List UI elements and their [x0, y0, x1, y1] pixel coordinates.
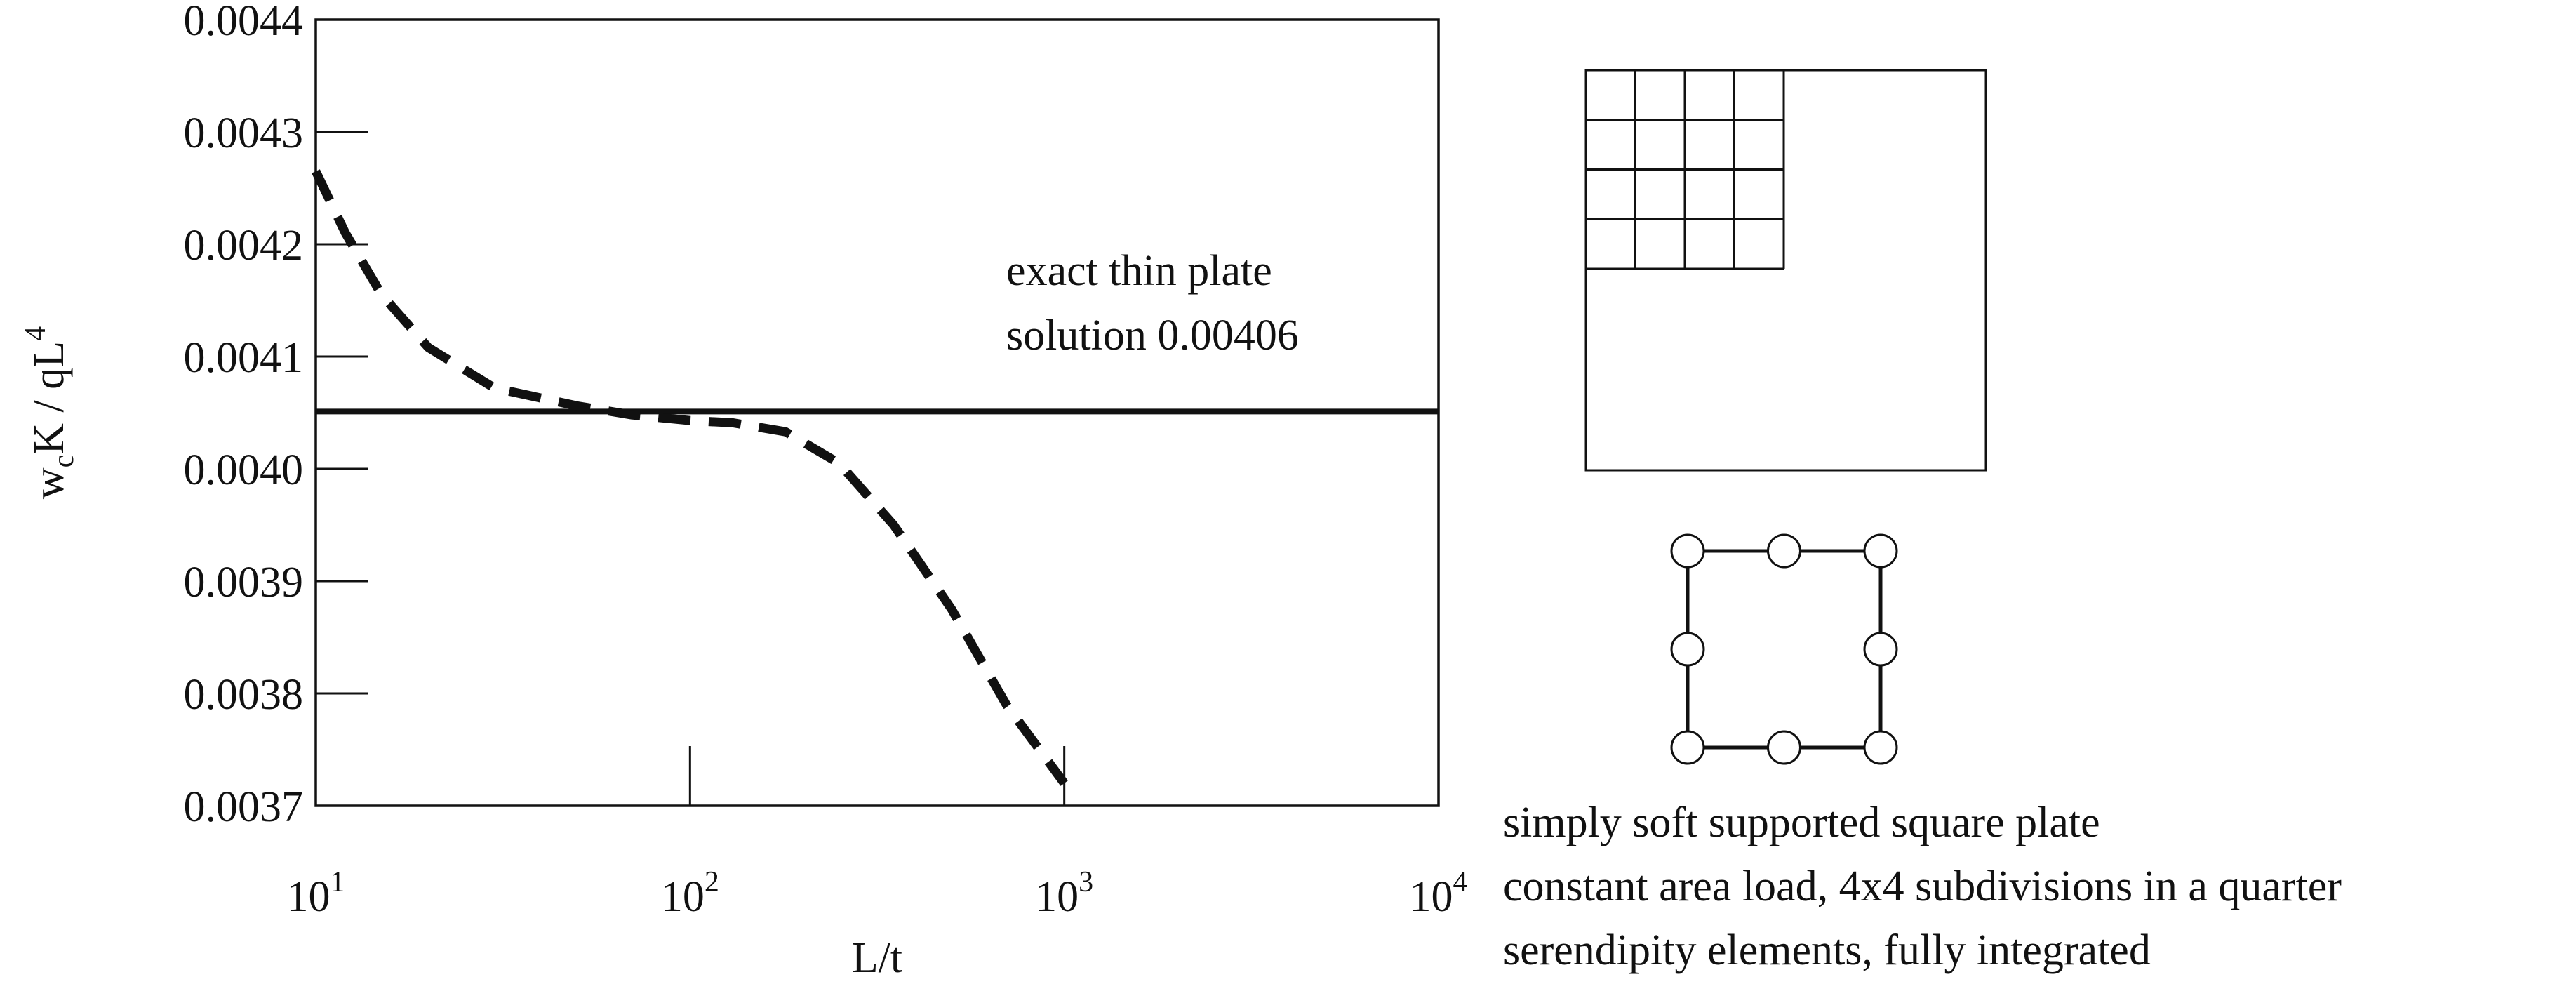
annotation-line-2: solution 0.00406: [1006, 312, 1299, 359]
plate-outline: [1584, 69, 1987, 472]
y-tick-label: 0.0041: [184, 334, 304, 382]
series-group: [312, 169, 1068, 786]
x-tick-label: 102: [661, 866, 719, 921]
x-axis: 101 102 103 104: [287, 746, 1468, 921]
dashed-series-line: [312, 169, 1068, 786]
element-node: [1670, 632, 1705, 667]
mesh-diagram: [1584, 69, 1987, 472]
quarter-mesh-grid: [1584, 69, 1785, 270]
x-tick-label: 104: [1410, 866, 1468, 921]
x-tick-label: 101: [287, 866, 345, 921]
y-tick-label: 0.0037: [184, 783, 304, 831]
y-label-sup: 4: [20, 326, 52, 341]
x-tick-label: 103: [1035, 866, 1093, 921]
element-node: [1767, 533, 1801, 569]
caption: simply soft supported square plate const…: [1503, 799, 2342, 974]
y-label-mid: K / qL: [25, 341, 73, 455]
caption-line-3: serendipity elements, fully integrated: [1503, 926, 2151, 974]
element-node: [1863, 632, 1898, 667]
x-axis-label: L/t: [852, 934, 902, 982]
element-node: [1670, 533, 1705, 569]
element-nodes: [1670, 533, 1898, 765]
y-tick-label: 0.0038: [184, 671, 304, 719]
element-outline: [1686, 549, 1883, 750]
serendipity-element-diagram: [1670, 533, 1898, 765]
y-tick-label: 0.0039: [184, 559, 304, 606]
y-tick-label: 0.0044: [184, 0, 304, 45]
caption-line-1: simply soft supported square plate: [1503, 799, 2100, 846]
y-label-sub: c: [48, 455, 80, 468]
annotation-line-1: exact thin plate: [1006, 247, 1272, 295]
y-label-w: w: [25, 467, 73, 499]
element-node: [1863, 533, 1898, 569]
y-tick-label: 0.0043: [184, 109, 304, 157]
element-node: [1863, 730, 1898, 765]
element-node: [1767, 730, 1801, 765]
caption-line-2: constant area load, 4x4 subdivisions in …: [1503, 863, 2342, 910]
chart: 0.0037 0.0038 0.0039 0.0040 0.0041 0.0042 0.00…: [20, 0, 1468, 982]
y-axis: 0.0037 0.0038 0.0039 0.0040 0.0041 0.0042 0.00…: [184, 0, 368, 831]
element-node: [1670, 730, 1705, 765]
y-tick-label: 0.0042: [184, 222, 304, 270]
y-axis-label: wcK / qL4: [20, 326, 80, 499]
y-tick-label: 0.0040: [184, 446, 304, 494]
